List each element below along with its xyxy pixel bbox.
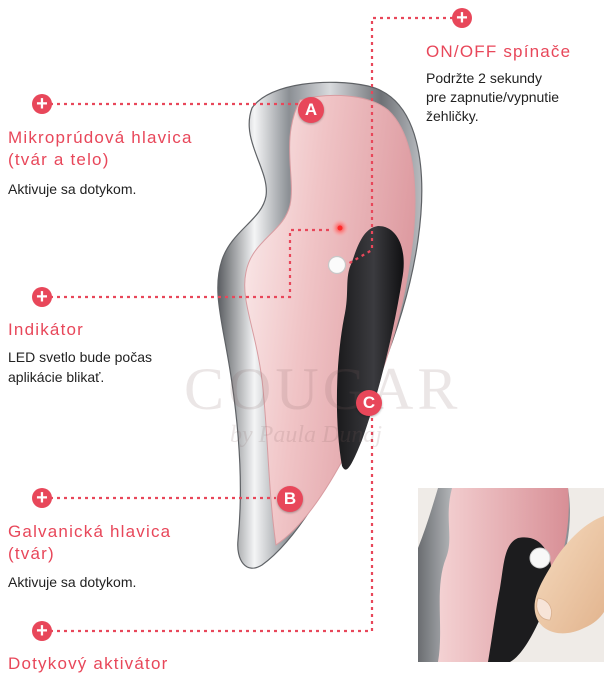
inset-switch (530, 548, 550, 568)
indikator-desc-line-1: LED svetlo bude počas (8, 348, 152, 367)
galvanic-title-line-1: Galvanická hlavica (8, 522, 171, 542)
micro-title-line-1: Mikroprúdová hlavica (8, 128, 193, 148)
plus-marker-galvanic-icon: + (32, 488, 52, 508)
plus-marker-onoff-icon: + (452, 8, 472, 28)
watermark-tagline: by Paula Dunaj (230, 422, 382, 449)
inset-photo (418, 488, 604, 662)
onoff-title: ON/OFF spínače (426, 42, 571, 62)
onoff-desc-line-2: pre zapnutie/vypnutie (426, 88, 559, 107)
badge-b: B (277, 486, 303, 512)
plus-marker-touch-icon: + (32, 621, 52, 641)
micro-desc: Aktivuje sa dotykom. (8, 180, 136, 199)
onoff-switch (329, 257, 346, 274)
led-core (338, 226, 343, 231)
touch-title: Dotykový aktivátor (8, 654, 168, 674)
micro-title-line-2: (tvár a telo) (8, 150, 110, 170)
plus-marker-indikator-icon: + (32, 287, 52, 307)
inset-illustration (418, 488, 604, 662)
indikator-title: Indikátor (8, 320, 84, 340)
watermark-brand: COUGAR (184, 355, 461, 424)
badge-a: A (298, 97, 324, 123)
onoff-desc-line-1: Podržte 2 sekundy (426, 69, 542, 88)
galvanic-desc: Aktivuje sa dotykom. (8, 573, 136, 592)
plus-marker-micro-icon: + (32, 94, 52, 114)
badge-c: C (356, 390, 382, 416)
galvanic-title-line-2: (tvár) (8, 544, 55, 564)
indikator-desc-line-2: aplikácie blikať. (8, 368, 104, 387)
onoff-desc-line-3: žehličky. (426, 107, 479, 126)
